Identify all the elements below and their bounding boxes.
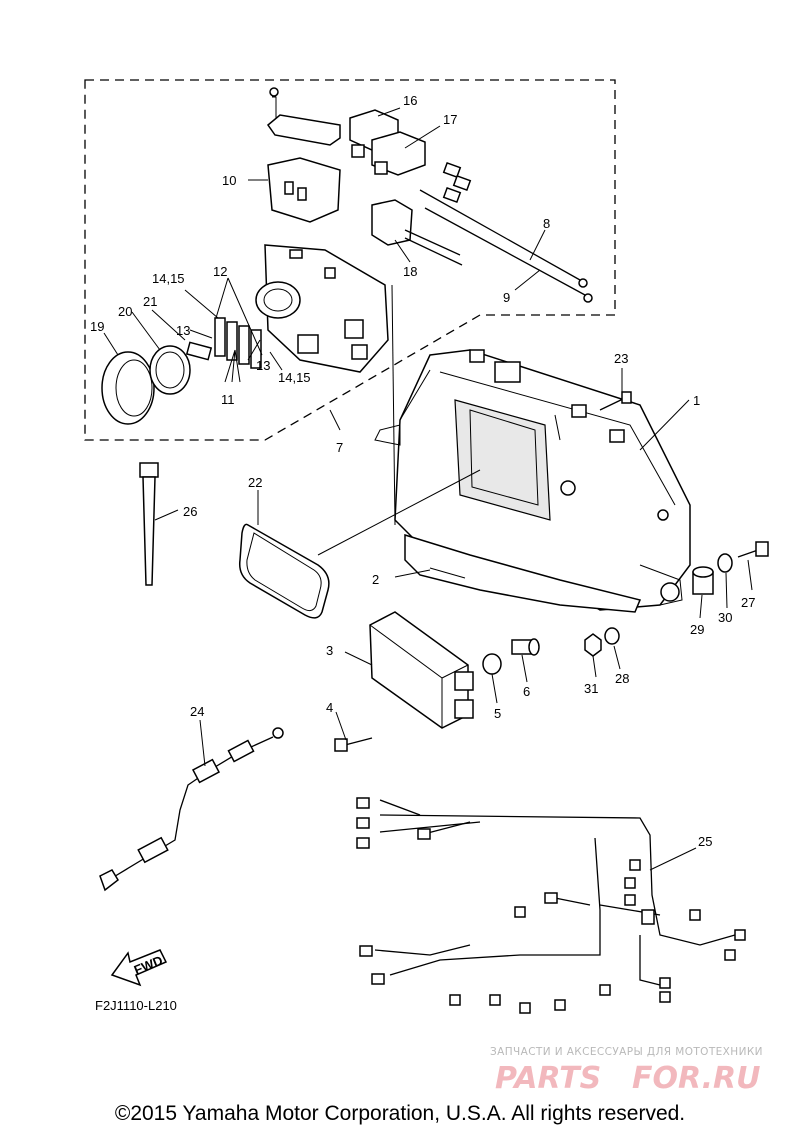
callout-21: 21 [143,294,157,309]
fwd-label: FWD [132,953,165,978]
callout-23: 23 [614,351,628,366]
callout-22: 22 [248,475,262,490]
callout-31: 31 [584,681,598,696]
collar-6 [511,638,540,656]
junction-housing [255,244,389,373]
relay-cover [266,87,341,223]
callout-5: 5 [494,706,501,721]
washer-30 [717,553,733,573]
cap-19 [101,351,155,425]
electrical-box [374,349,691,611]
callout-27: 27 [741,595,755,610]
subassembly-boundary [84,79,616,441]
callout-29: 29 [690,622,704,637]
callout-18: 18 [403,264,417,279]
callout-17: 17 [443,112,457,127]
callout-7: 7 [336,440,343,455]
sensor-cable-24 [99,727,284,892]
spacer-29 [692,566,714,595]
callout-1: 1 [693,393,700,408]
callout-16: 16 [403,93,417,108]
wire-harness-25 [356,797,746,1014]
callout-19: 19 [90,319,104,334]
leader-lines [103,107,753,871]
bolt-4 [334,737,373,752]
callout-30: 30 [718,610,732,625]
callout-9: 9 [503,290,510,305]
cable-tie-26 [139,462,159,586]
callout-12: 12 [213,264,227,279]
callout-26: 26 [183,504,197,519]
callout-14-15a: 14,15 [152,271,185,286]
fuse-block [214,317,262,369]
diagram-code: F2J1110-L210 [95,998,177,1013]
exploded-parts-diagram: FWD 1 [84,79,769,1096]
ecu-3 [369,611,474,729]
callout-8: 8 [543,216,550,231]
callout-25: 25 [698,834,712,849]
bolt-27 [737,541,769,558]
forward-direction-arrow: FWD [110,949,168,987]
callout-4: 4 [326,700,333,715]
callout-14-15b: 14,15 [278,370,311,385]
watermark-tagline: ЗАПЧАСТИ И АКСЕССУАРЫ ДЛЯ МОТОТЕХНИКИ [490,1046,763,1058]
fuse-holder-21 [185,341,213,361]
lead-wires [404,161,593,303]
cover-plate [404,533,642,613]
callout-20: 20 [118,304,132,319]
callout-28: 28 [615,671,629,686]
callout-2: 2 [372,572,379,587]
callout-24: 24 [190,704,204,719]
callout-3: 3 [326,643,333,658]
callout-11: 11 [221,392,235,407]
bolt-23 [599,391,632,411]
watermark-logo-part2: FOR.RU [632,1061,761,1096]
gasket-22 [238,523,330,619]
callout-13a: 13 [176,323,190,338]
callout-13b: 13 [256,358,270,373]
watermark-logo-part1: PARTS [495,1061,601,1096]
grommet-5 [482,653,502,675]
callout-6: 6 [523,684,530,699]
nut-31 [584,633,602,657]
copyright-notice: ©2015 Yamaha Motor Corporation, U.S.A. A… [114,1102,686,1125]
callout-10: 10 [222,173,236,188]
washer-28 [604,627,620,645]
relay-17 [371,131,426,176]
callout-labels: 1 2 3 4 5 6 7 8 9 10 11 12 13 13 14,15 1… [90,93,755,849]
